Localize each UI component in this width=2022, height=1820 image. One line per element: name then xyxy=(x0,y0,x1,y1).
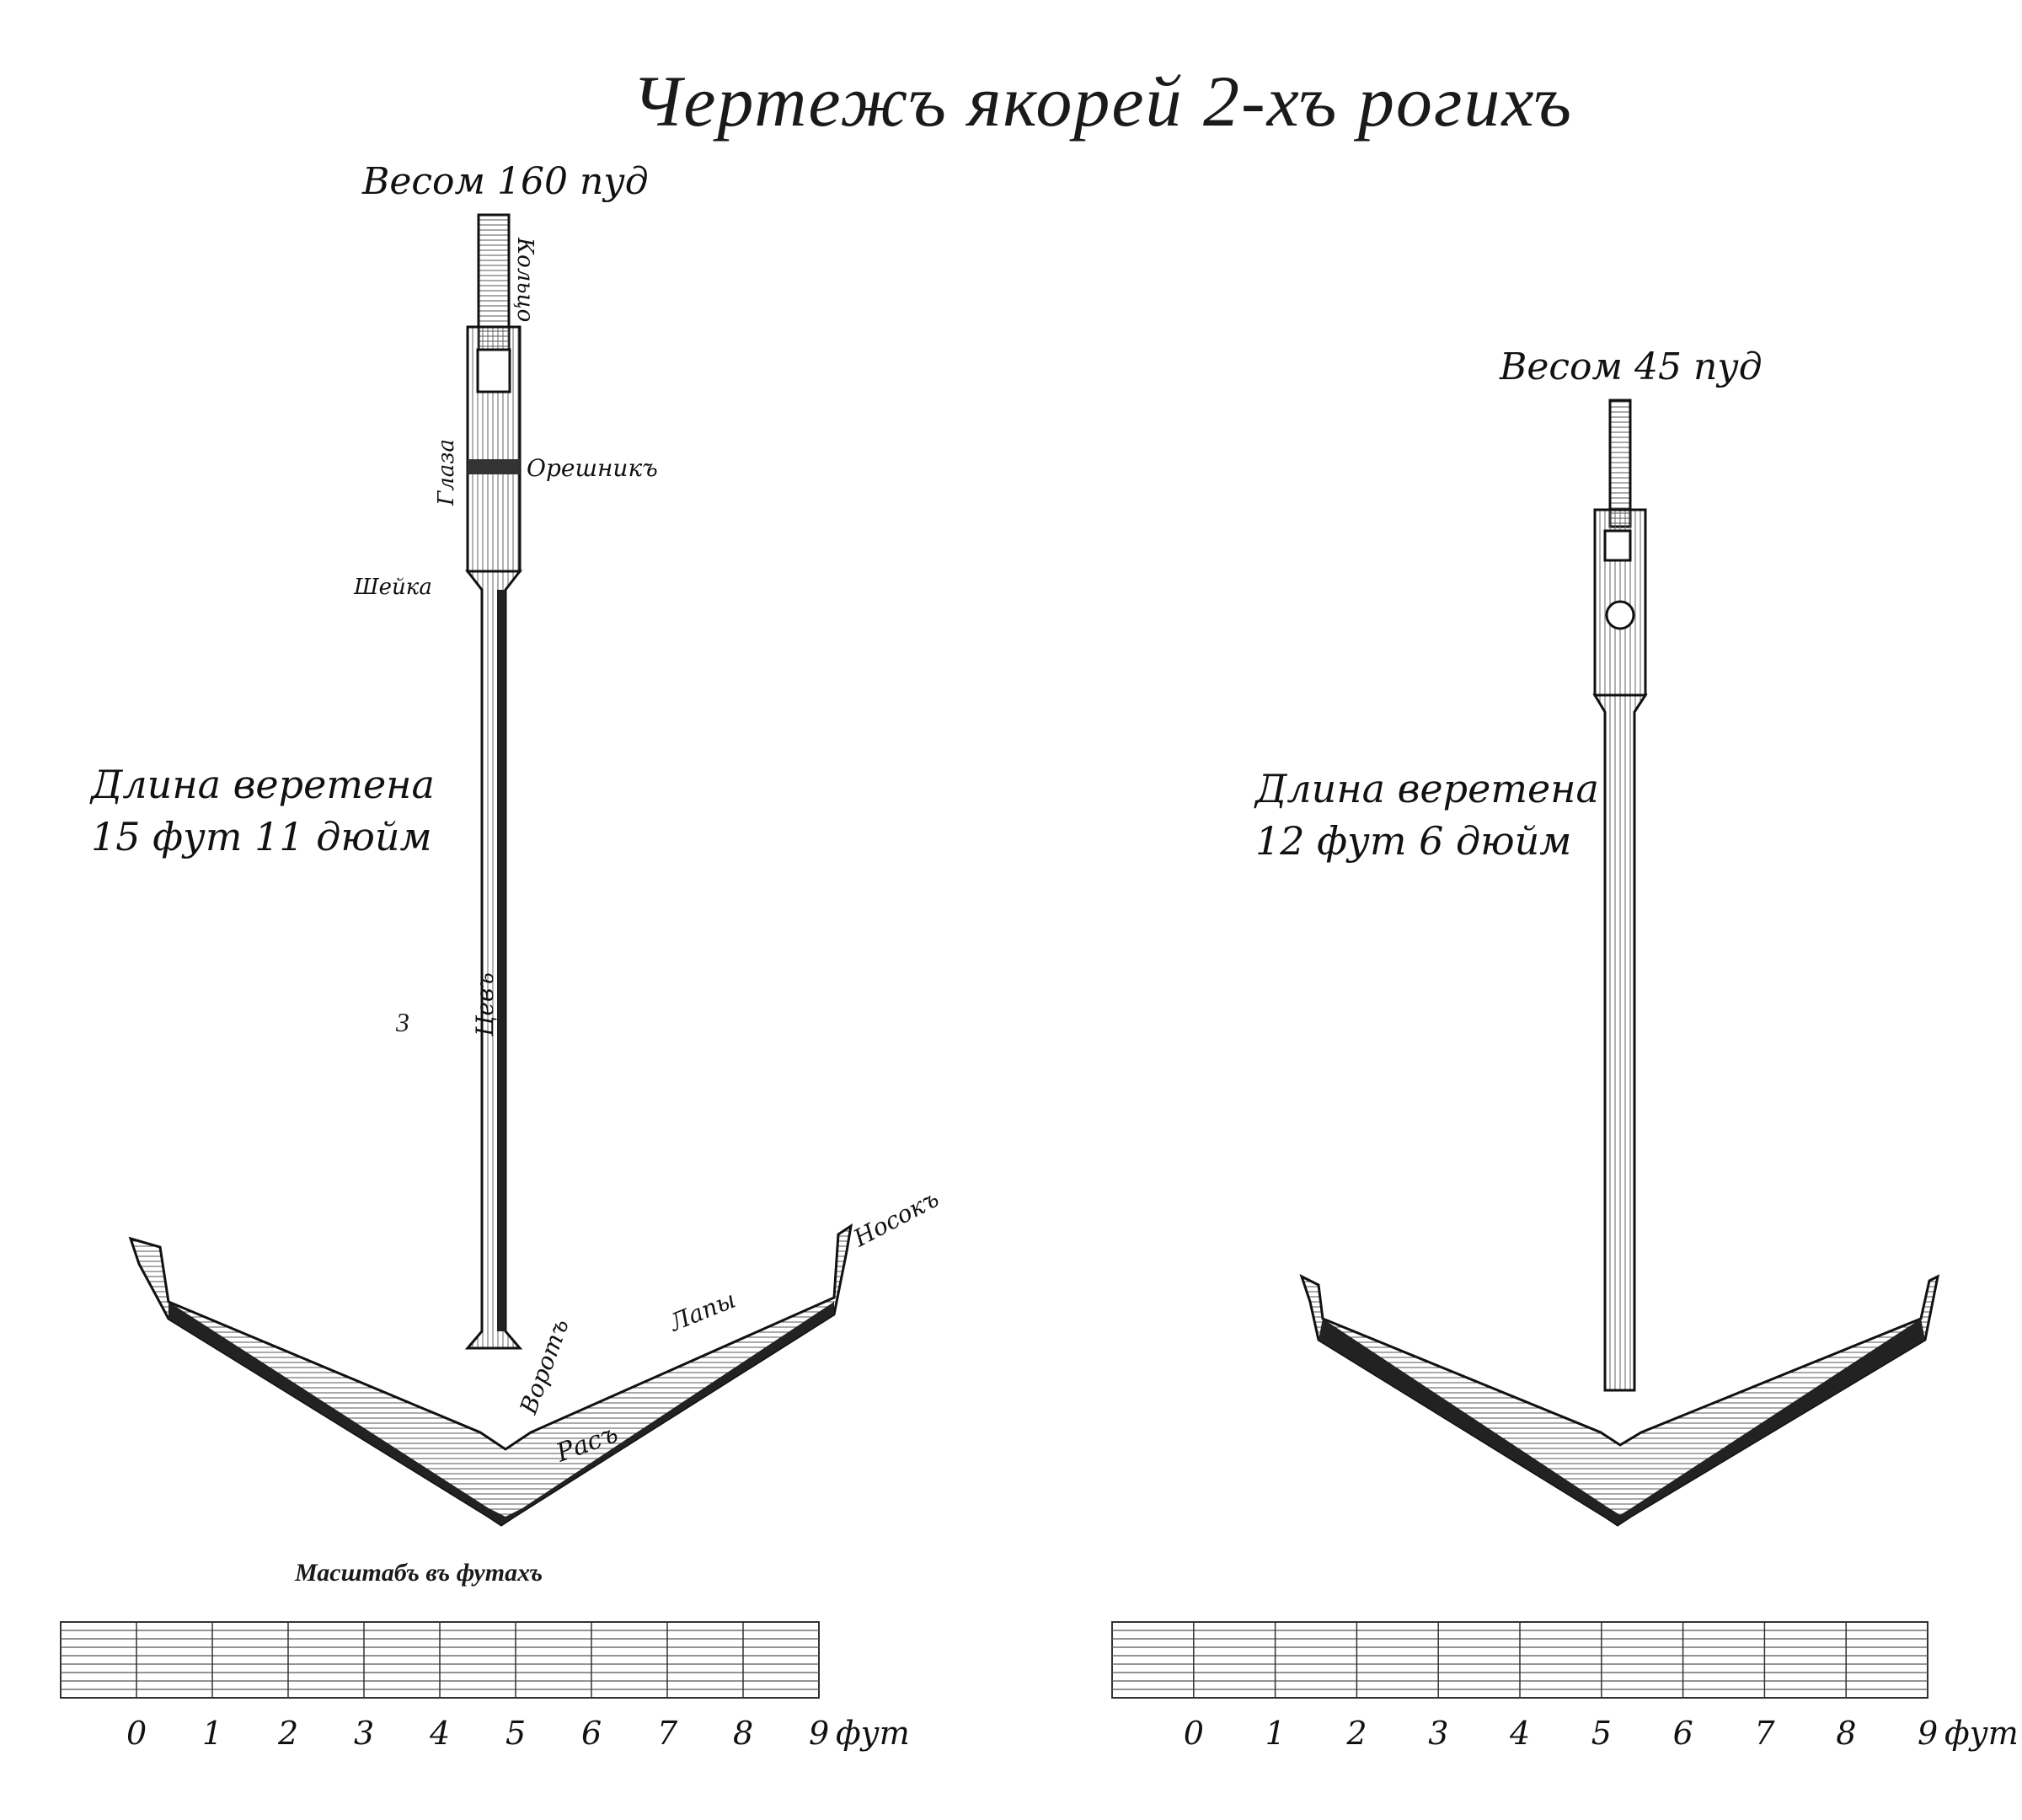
part-label-shank: Цевъ xyxy=(471,972,499,1037)
right-anchor-shank xyxy=(1592,693,1648,1392)
left-scale-tick-label: 6 xyxy=(581,1715,602,1752)
left-anchor-eye xyxy=(476,348,511,393)
part-label-stock-nut: Орешникъ xyxy=(527,454,658,482)
left-anchor-weight: Весом 160 пуд xyxy=(362,160,649,203)
left-anchor: Кольцо Глаза Орешникъ Шейка Цевъ Воротъ … xyxy=(128,213,944,1527)
right-scale-tick-label: 5 xyxy=(1591,1715,1612,1752)
part-label-marker: 3 xyxy=(396,1007,409,1037)
right-shank-length-label: Длина веретена xyxy=(1255,766,1599,811)
left-shank-length-label: Длина веретена xyxy=(91,762,435,807)
left-anchor-shank-shade xyxy=(497,590,506,1331)
right-scale-tick-label: 2 xyxy=(1345,1715,1367,1752)
left-anchor-stock-band xyxy=(468,459,520,474)
left-shank-length-value: 15 фут 11 дюйм xyxy=(91,814,432,859)
right-anchor-eye xyxy=(1603,529,1632,562)
sheet-title: Чертежъ якорей 2-хъ рогихъ xyxy=(632,61,1574,142)
left-scale-tick-label: 3 xyxy=(354,1715,374,1752)
left-scale-tick-label: 9 xyxy=(809,1715,829,1752)
left-scale-tick-label: 2 xyxy=(277,1715,298,1752)
right-anchor-weight: Весом 45 пуд xyxy=(1500,345,1763,388)
left-scale-tick-label: 5 xyxy=(506,1715,526,1752)
right-scale-unit: фут xyxy=(1944,1715,2019,1752)
right-scale-tick-label: 3 xyxy=(1428,1715,1448,1752)
left-anchor-shank xyxy=(464,570,523,1350)
left-scale-tick-label: 4 xyxy=(429,1715,450,1752)
right-anchor xyxy=(1299,399,1940,1527)
right-scale-tick-label: 0 xyxy=(1184,1715,1204,1752)
left-scale-tick-label: 1 xyxy=(202,1715,222,1752)
right-scale-tick-label: 1 xyxy=(1265,1715,1286,1752)
part-label-neck: Шейка xyxy=(353,575,432,600)
left-scale-tick-label: 7 xyxy=(657,1715,678,1752)
right-scale-tick-label: 6 xyxy=(1673,1715,1693,1752)
right-anchor-ring xyxy=(1608,399,1632,528)
left-scale-unit: фут xyxy=(836,1715,910,1752)
right-shank-length-value: 12 фут 6 дюйм xyxy=(1255,818,1572,864)
right-scale-tick-label: 9 xyxy=(1918,1715,1938,1752)
right-scale-tick-label: 4 xyxy=(1509,1715,1530,1752)
part-label-eye: Глаза xyxy=(434,439,459,506)
left-scale-tick-label: 8 xyxy=(733,1715,753,1752)
part-label-ring: Кольцо xyxy=(512,237,538,322)
part-label-palm: Лапы xyxy=(664,1286,739,1338)
part-label-throat: Воротъ xyxy=(514,1315,575,1419)
left-scale-tick-label: 0 xyxy=(126,1715,147,1752)
right-scale-tick-label: 8 xyxy=(1836,1715,1856,1752)
scale-caption: Масштабъ въ футахъ xyxy=(295,1559,543,1587)
right-anchor-stock-hole xyxy=(1605,600,1635,630)
right-scale-tick-label: 7 xyxy=(1754,1715,1775,1752)
part-label-bill: Носокъ xyxy=(848,1185,944,1253)
